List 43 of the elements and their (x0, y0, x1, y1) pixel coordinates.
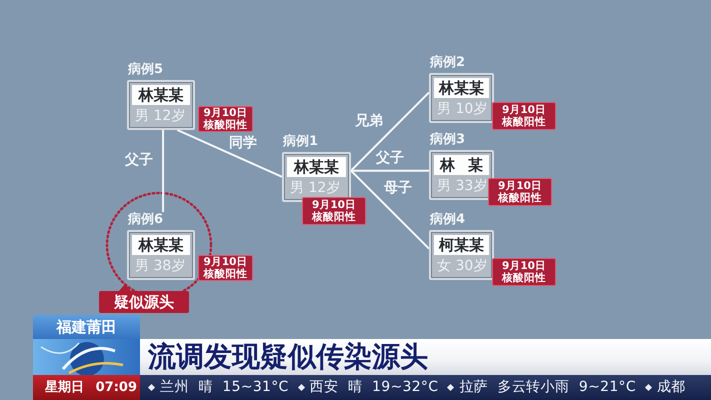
status-badge: 9月10日核酸阳性 (492, 102, 556, 130)
age-text: 女 30岁 (437, 257, 488, 276)
connector-line (162, 130, 164, 212)
case-heading: 病例5 (128, 62, 164, 78)
edge-label: 父子 (125, 152, 153, 168)
callout-tag: 疑似源头 (99, 284, 189, 313)
age-text: 男 33岁 (437, 177, 488, 196)
case-heading: 病例1 (283, 134, 318, 150)
edge-label: 兄弟 (355, 113, 383, 129)
case-heading: 病例6 (128, 212, 164, 228)
name-plate: 林某某 (132, 85, 190, 105)
name-plate: 林某某 (287, 157, 346, 177)
connector-line (351, 170, 429, 172)
age-text: 男 38岁 (135, 257, 186, 276)
age-text: 男 10岁 (437, 100, 488, 119)
edge-label: 同学 (229, 135, 257, 151)
name-plate: 林 某 (434, 155, 489, 175)
clock-time: 07:09 (96, 379, 137, 397)
weather-item: 成都 (656, 378, 686, 397)
connector-line (350, 170, 430, 250)
edge-label: 父子 (376, 150, 404, 166)
status-badge: 9月10日核酸阳性 (198, 106, 253, 132)
connector-line (176, 129, 282, 178)
connector-line (350, 92, 430, 172)
name-plate: 柯某某 (434, 235, 489, 255)
case-heading: 病例2 (430, 55, 466, 71)
edge-label: 母子 (384, 180, 412, 196)
case-heading: 病例3 (430, 132, 466, 148)
status-badge: 9月10日核酸阳性 (488, 178, 552, 206)
status-badge: 9月10日核酸阳性 (492, 258, 556, 286)
status-badge: 9月10日核酸阳性 (302, 197, 366, 225)
weather-item: 西安 晴 19~32°C (310, 378, 438, 397)
status-badge: 9月10日核酸阳性 (198, 255, 253, 281)
age-text: 男 12岁 (135, 107, 186, 126)
name-plate: 林某某 (132, 235, 190, 255)
weather-item: 兰州 晴 15~31°C (160, 378, 289, 397)
location-tag: 福建莆田 (33, 315, 140, 339)
weather-item: 拉萨 多云转小雨 9~21°C (459, 378, 636, 397)
name-plate: 林某某 (434, 78, 489, 98)
weekday-text: 星期日 (45, 379, 84, 397)
age-text: 男 12岁 (290, 179, 340, 198)
case-heading: 病例4 (430, 212, 466, 228)
headline-bar: 流调发现疑似传染源头 (140, 339, 711, 375)
